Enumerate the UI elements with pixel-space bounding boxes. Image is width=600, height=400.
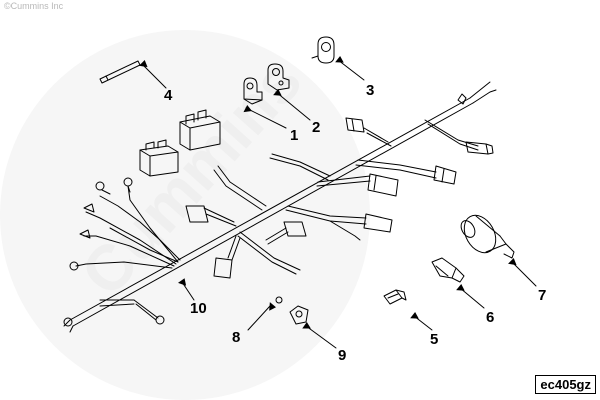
p-clamp-large (311, 36, 335, 64)
callout-10: 10 (190, 300, 207, 317)
p-clamp-small (243, 77, 263, 105)
callout-9: 9 (338, 347, 346, 364)
drawing-code-label: ec405gz (535, 375, 596, 394)
callout-3: 3 (366, 82, 374, 99)
callout-6: 6 (486, 309, 494, 326)
wiring-harness (63, 81, 497, 333)
pressure-sensor (460, 214, 515, 259)
o-ring (275, 296, 283, 304)
p-clamp-medium (267, 63, 290, 91)
copyright-text: ©Cummins Inc (4, 1, 64, 11)
plug (289, 305, 309, 325)
watermark-logo: Cummins (0, 30, 370, 400)
callout-1: 1 (290, 127, 298, 144)
callout-labels: 1 2 3 4 5 6 7 8 9 10 (164, 82, 546, 364)
callout-8: 8 (232, 329, 240, 346)
callout-4: 4 (164, 87, 173, 104)
fitting (383, 289, 407, 305)
arrowheads (139, 56, 517, 329)
callout-7: 7 (538, 287, 546, 304)
callout-2: 2 (312, 119, 320, 136)
callout-5: 5 (430, 331, 438, 348)
temperature-sensor (431, 257, 465, 283)
